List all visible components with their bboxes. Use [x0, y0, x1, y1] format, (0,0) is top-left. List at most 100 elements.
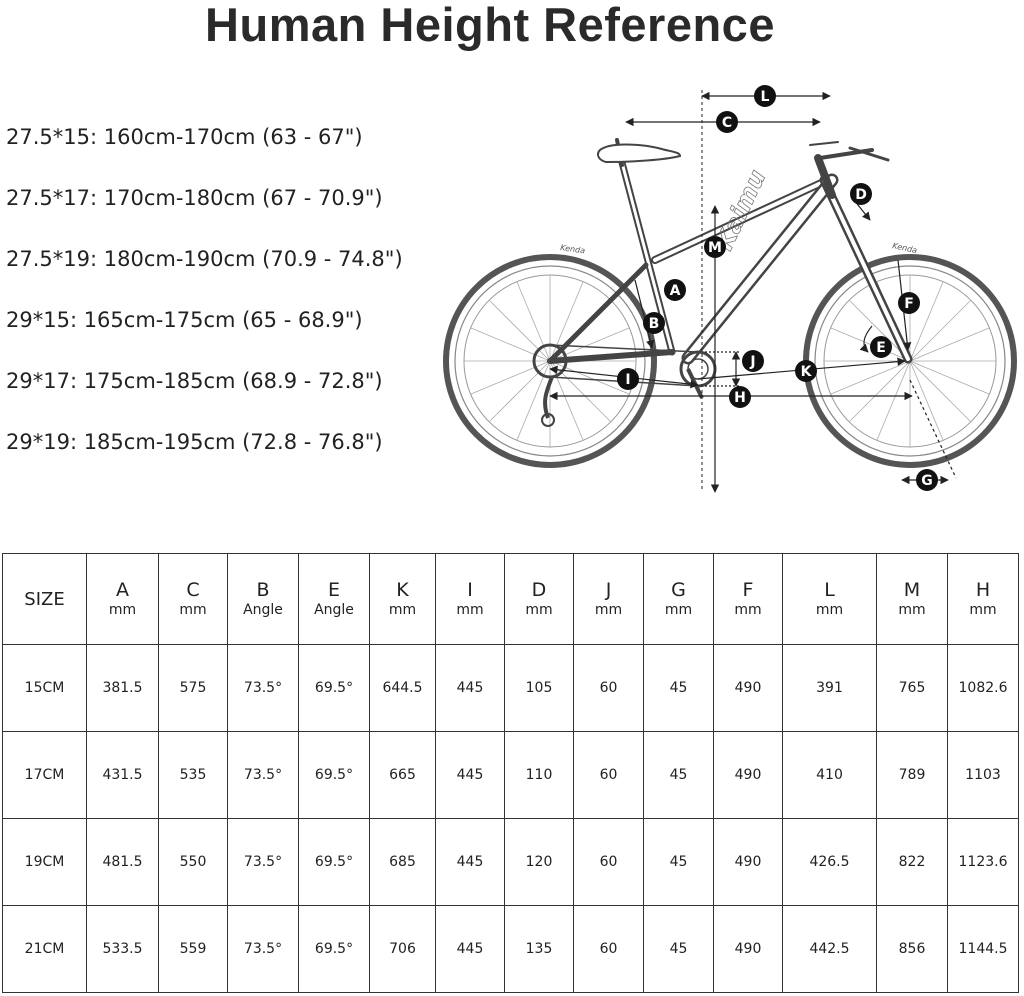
size-cell: 15CM — [2, 644, 87, 732]
table-cell: 445 — [435, 818, 505, 906]
table-cell: 442.5 — [782, 905, 877, 993]
table-cell: 1123.6 — [947, 818, 1019, 906]
table-cell: 410 — [782, 731, 877, 819]
table-cell: 69.5° — [298, 818, 370, 906]
table-cell: 69.5° — [298, 731, 370, 819]
svg-text:D: D — [855, 187, 867, 203]
table-row: 15CM 381.5 575 73.5° 69.5° 644.5 445 105… — [2, 644, 1019, 732]
table-cell: 490 — [713, 644, 783, 732]
dimension-label-G: G — [916, 469, 938, 491]
table-cell: 73.5° — [227, 731, 299, 819]
svg-text:I: I — [625, 372, 630, 388]
table-cell: 685 — [369, 818, 436, 906]
table-cell: 490 — [713, 905, 783, 993]
table-cell: 490 — [713, 731, 783, 819]
dimension-label-I: I — [617, 368, 639, 390]
dimension-label-M: M — [704, 236, 726, 258]
table-cell: 426.5 — [782, 818, 877, 906]
table-cell: 822 — [876, 818, 948, 906]
size-cell: 17CM — [2, 731, 87, 819]
size-cell: 21CM — [2, 905, 87, 993]
height-row: 29*17: 175cm-185cm (68.9 - 72.8") — [6, 369, 383, 393]
svg-text:G: G — [921, 473, 933, 489]
saddle — [597, 143, 682, 164]
table-cell: 445 — [435, 905, 505, 993]
table-cell: 105 — [504, 644, 574, 732]
table-cell: 73.5° — [227, 644, 299, 732]
table-cell: 45 — [643, 818, 714, 906]
table-cell: 445 — [435, 644, 505, 732]
svg-text:B: B — [649, 316, 660, 332]
table-cell: 1082.6 — [947, 644, 1019, 732]
page-title: Human Height Reference — [205, 0, 775, 51]
bike-geometry-diagram: Kenda Kenda — [443, 85, 1017, 493]
table-cell: 575 — [158, 644, 228, 732]
table-cell: 559 — [158, 905, 228, 993]
dimension-label-D: D — [850, 183, 872, 205]
table-cell: 60 — [573, 818, 644, 906]
table-cell: 533.5 — [86, 905, 159, 993]
table-cell: 665 — [369, 731, 436, 819]
table-cell: 431.5 — [86, 731, 159, 819]
table-row: 17CM 431.5 535 73.5° 69.5° 665 445 110 6… — [2, 731, 1019, 819]
dimension-label-L: L — [754, 85, 776, 107]
dimension-label-F: F — [898, 292, 920, 314]
header-size: SIZE — [2, 553, 87, 645]
table-cell: 73.5° — [227, 905, 299, 993]
table-cell: 490 — [713, 818, 783, 906]
dimension-label-A: A — [664, 279, 686, 301]
svg-text:K: K — [801, 364, 813, 380]
table-cell: 856 — [876, 905, 948, 993]
table-cell: 45 — [643, 731, 714, 819]
table-cell: 69.5° — [298, 905, 370, 993]
table-cell: 135 — [504, 905, 574, 993]
table-cell: 120 — [504, 818, 574, 906]
svg-text:E: E — [876, 340, 886, 356]
table-cell: 391 — [782, 644, 877, 732]
table-cell: 535 — [158, 731, 228, 819]
table-cell: 45 — [643, 644, 714, 732]
table-cell: 481.5 — [86, 818, 159, 906]
size-cell: 19CM — [2, 818, 87, 906]
svg-text:L: L — [761, 89, 770, 105]
table-cell: 644.5 — [369, 644, 436, 732]
height-row: 27.5*19: 180cm-190cm (70.9 - 74.8") — [6, 247, 403, 271]
table-cell: 789 — [876, 731, 948, 819]
table-cell: 381.5 — [86, 644, 159, 732]
table-cell: 765 — [876, 644, 948, 732]
height-row: 27.5*17: 170cm-180cm (67 - 70.9") — [6, 186, 383, 210]
dimension-label-E: E — [870, 336, 892, 358]
svg-text:A: A — [670, 283, 681, 299]
table-row: 21CM 533.5 559 73.5° 69.5° 706 445 135 6… — [2, 905, 1019, 993]
tire-brand-rear: Kenda — [560, 243, 586, 255]
dimension-label-H: H — [729, 386, 751, 408]
table-cell: 550 — [158, 818, 228, 906]
height-row: 27.5*15: 160cm-170cm (63 - 67") — [6, 125, 363, 149]
table-cell: 1103 — [947, 731, 1019, 819]
table-cell: 445 — [435, 731, 505, 819]
height-reference-list: 27.5*15: 160cm-170cm (63 - 67") 27.5*17:… — [6, 118, 446, 484]
table-cell: 60 — [573, 731, 644, 819]
height-row: 29*19: 185cm-195cm (72.8 - 76.8") — [6, 430, 383, 454]
table-cell: 60 — [573, 644, 644, 732]
svg-text:C: C — [722, 115, 732, 131]
table-row: 19CM 481.5 550 73.5° 69.5° 685 445 120 6… — [2, 818, 1019, 906]
svg-text:H: H — [734, 390, 746, 406]
table-cell: 73.5° — [227, 818, 299, 906]
table-cell: 45 — [643, 905, 714, 993]
dimension-label-C: C — [716, 111, 738, 133]
dimension-label-B: B — [643, 312, 665, 334]
